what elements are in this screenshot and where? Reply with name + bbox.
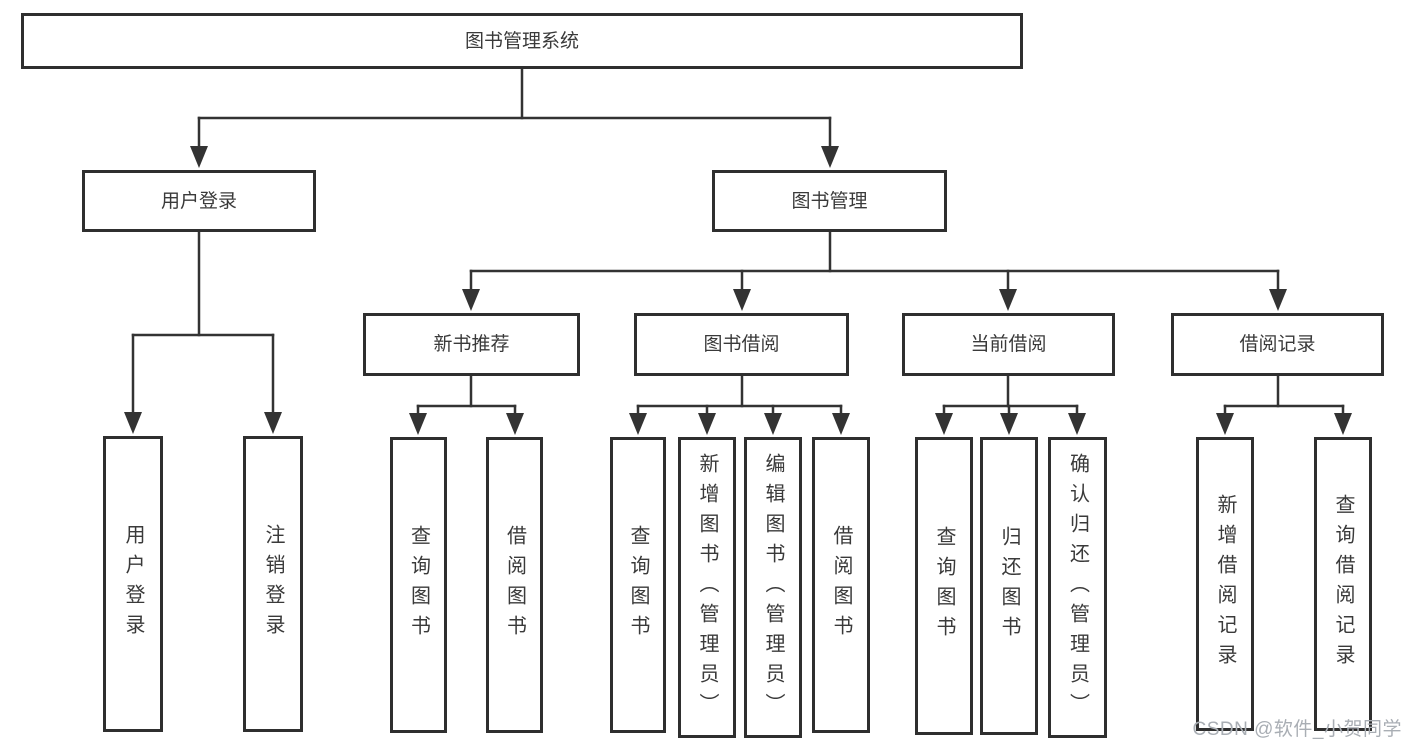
node-book-management-label: 图书管理 bbox=[791, 190, 868, 212]
node-new-book-recommend-label: 新书推荐 bbox=[433, 334, 510, 355]
leaf-records-add-record-label: 新增借阅记录 bbox=[1214, 494, 1236, 674]
leaf-logout-label: 注销登录 bbox=[262, 524, 284, 644]
arrowhead bbox=[190, 146, 208, 168]
node-book-borrow: 图书借阅 bbox=[634, 313, 849, 376]
leaf-borrow-add-books-admin-label: 新增图书（管理员） bbox=[696, 452, 718, 723]
connectors-book-mgmt bbox=[462, 230, 1287, 311]
arrowhead bbox=[935, 413, 953, 435]
leaf-logout: 注销登录 bbox=[243, 436, 303, 732]
connectors-borrow-records bbox=[1216, 374, 1352, 435]
arrowhead bbox=[124, 412, 142, 434]
leaf-newbooks-borrow-books: 借阅图书 bbox=[486, 437, 543, 733]
arrowhead bbox=[821, 146, 839, 168]
arrowhead bbox=[733, 289, 751, 311]
leaf-current-return-books: 归还图书 bbox=[980, 437, 1038, 735]
arrowhead bbox=[1334, 413, 1352, 435]
arrowhead bbox=[1068, 413, 1086, 435]
arrowhead bbox=[1000, 413, 1018, 435]
arrowhead bbox=[698, 413, 716, 435]
connectors-current-borrow bbox=[935, 374, 1086, 435]
node-current-borrow: 当前借阅 bbox=[902, 313, 1115, 376]
leaf-user-login-label: 用户登录 bbox=[122, 524, 144, 644]
leaf-current-query-books: 查询图书 bbox=[915, 437, 973, 735]
leaf-newbooks-query-books: 查询图书 bbox=[390, 437, 447, 733]
node-new-book-recommend: 新书推荐 bbox=[363, 313, 580, 376]
csdn-watermark: CSDN @软件_小贺同学 bbox=[1192, 719, 1402, 740]
leaf-newbooks-query-books-label: 查询图书 bbox=[407, 525, 430, 645]
arrowhead bbox=[264, 412, 282, 434]
leaf-records-add-record: 新增借阅记录 bbox=[1196, 437, 1254, 731]
leaf-borrow-edit-books-admin: 编辑图书（管理员） bbox=[744, 437, 802, 738]
leaf-borrow-query-books: 查询图书 bbox=[610, 437, 666, 733]
node-book-borrow-label: 图书借阅 bbox=[703, 334, 780, 355]
node-user-login-label: 用户登录 bbox=[160, 190, 237, 212]
node-root-label: 图书管理系统 bbox=[464, 30, 579, 52]
leaf-current-query-books-label: 查询图书 bbox=[933, 526, 955, 646]
leaf-borrow-borrow-books-label: 借阅图书 bbox=[830, 525, 852, 645]
leaf-current-return-books-label: 归还图书 bbox=[998, 526, 1020, 646]
connectors-user-login bbox=[124, 230, 282, 434]
leaf-borrow-edit-books-admin-label: 编辑图书（管理员） bbox=[762, 452, 784, 723]
connectors-new-books bbox=[409, 374, 524, 435]
leaf-records-query-record: 查询借阅记录 bbox=[1314, 437, 1372, 731]
arrowhead bbox=[1269, 289, 1287, 311]
node-root: 图书管理系统 bbox=[21, 13, 1023, 69]
leaf-borrow-add-books-admin: 新增图书（管理员） bbox=[678, 437, 736, 738]
arrowhead bbox=[462, 289, 480, 311]
leaf-borrow-query-books-label: 查询图书 bbox=[627, 525, 649, 645]
node-current-borrow-label: 当前借阅 bbox=[970, 334, 1047, 355]
arrowhead bbox=[832, 413, 850, 435]
leaf-user-login: 用户登录 bbox=[103, 436, 163, 732]
node-borrow-records-label: 借阅记录 bbox=[1239, 334, 1316, 355]
node-borrow-records: 借阅记录 bbox=[1171, 313, 1384, 376]
node-book-management: 图书管理 bbox=[712, 170, 947, 232]
node-user-login: 用户登录 bbox=[82, 170, 316, 232]
arrowhead bbox=[1216, 413, 1234, 435]
leaf-borrow-borrow-books: 借阅图书 bbox=[812, 437, 870, 733]
leaf-newbooks-borrow-books-label: 借阅图书 bbox=[503, 525, 526, 645]
arrowhead bbox=[999, 289, 1017, 311]
arrowhead bbox=[506, 413, 524, 435]
arrowhead bbox=[764, 413, 782, 435]
arrowhead bbox=[629, 413, 647, 435]
connectors-root bbox=[190, 65, 839, 168]
arrowhead bbox=[409, 413, 427, 435]
leaf-records-query-record-label: 查询借阅记录 bbox=[1332, 494, 1354, 674]
connectors-book-borrow bbox=[629, 374, 850, 435]
leaf-current-confirm-return-admin-label: 确认归还（管理员） bbox=[1066, 452, 1089, 723]
leaf-current-confirm-return-admin: 确认归还（管理员） bbox=[1048, 437, 1107, 738]
